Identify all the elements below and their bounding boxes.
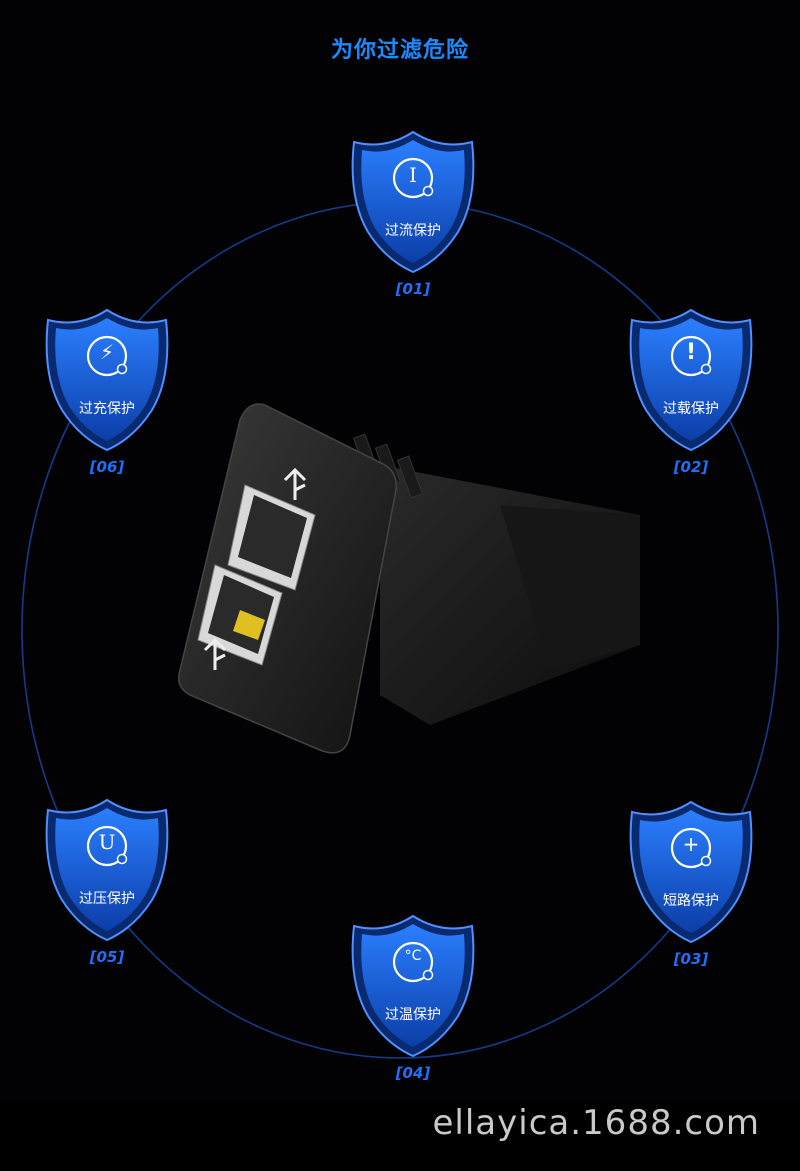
badge-number: [02] bbox=[673, 458, 709, 476]
badge-overtemp: 过温保护 [04] bbox=[346, 912, 480, 1082]
badge-number: [03] bbox=[673, 950, 709, 968]
usb-charger-product-image bbox=[178, 403, 640, 754]
voltage-U-icon: U bbox=[98, 830, 116, 854]
overload-exclaim-icon: ! bbox=[685, 340, 697, 365]
badge-overcurrent: 过流保护 [01] bbox=[346, 128, 480, 298]
main-stage: 为你过滤危险 bbox=[21, 38, 779, 1082]
page-title: 为你过滤危险 bbox=[330, 38, 469, 63]
short-circuit-plus-icon: + bbox=[682, 832, 700, 856]
lightning-icon: ⚡ bbox=[99, 340, 115, 364]
badge-number: [01] bbox=[395, 280, 431, 298]
current-I-icon: I bbox=[409, 163, 417, 187]
badge-overload: 过载保护 [02] bbox=[624, 306, 758, 476]
badge-overvoltage: 过压保护 [05] bbox=[40, 796, 174, 966]
badge-label: 过流保护 bbox=[385, 223, 441, 239]
badge-label: 过压保护 bbox=[79, 891, 135, 907]
badge-short-circuit: 短路保护 [03] bbox=[624, 798, 758, 968]
badge-label: 过充保护 bbox=[79, 401, 135, 417]
badge-number: [06] bbox=[89, 458, 125, 476]
badge-overcharge: 过充保护 [06] bbox=[40, 306, 174, 476]
thermometer-icon: °C bbox=[404, 948, 422, 964]
badge-label: 过温保护 bbox=[385, 1007, 441, 1023]
badge-label: 短路保护 bbox=[663, 893, 719, 909]
site-watermark: ellayica.1688.com bbox=[432, 1103, 760, 1143]
badge-number: [04] bbox=[395, 1064, 431, 1082]
footer-bar bbox=[0, 1100, 800, 1171]
badge-number: [05] bbox=[89, 948, 125, 966]
badge-label: 过载保护 bbox=[663, 401, 719, 417]
